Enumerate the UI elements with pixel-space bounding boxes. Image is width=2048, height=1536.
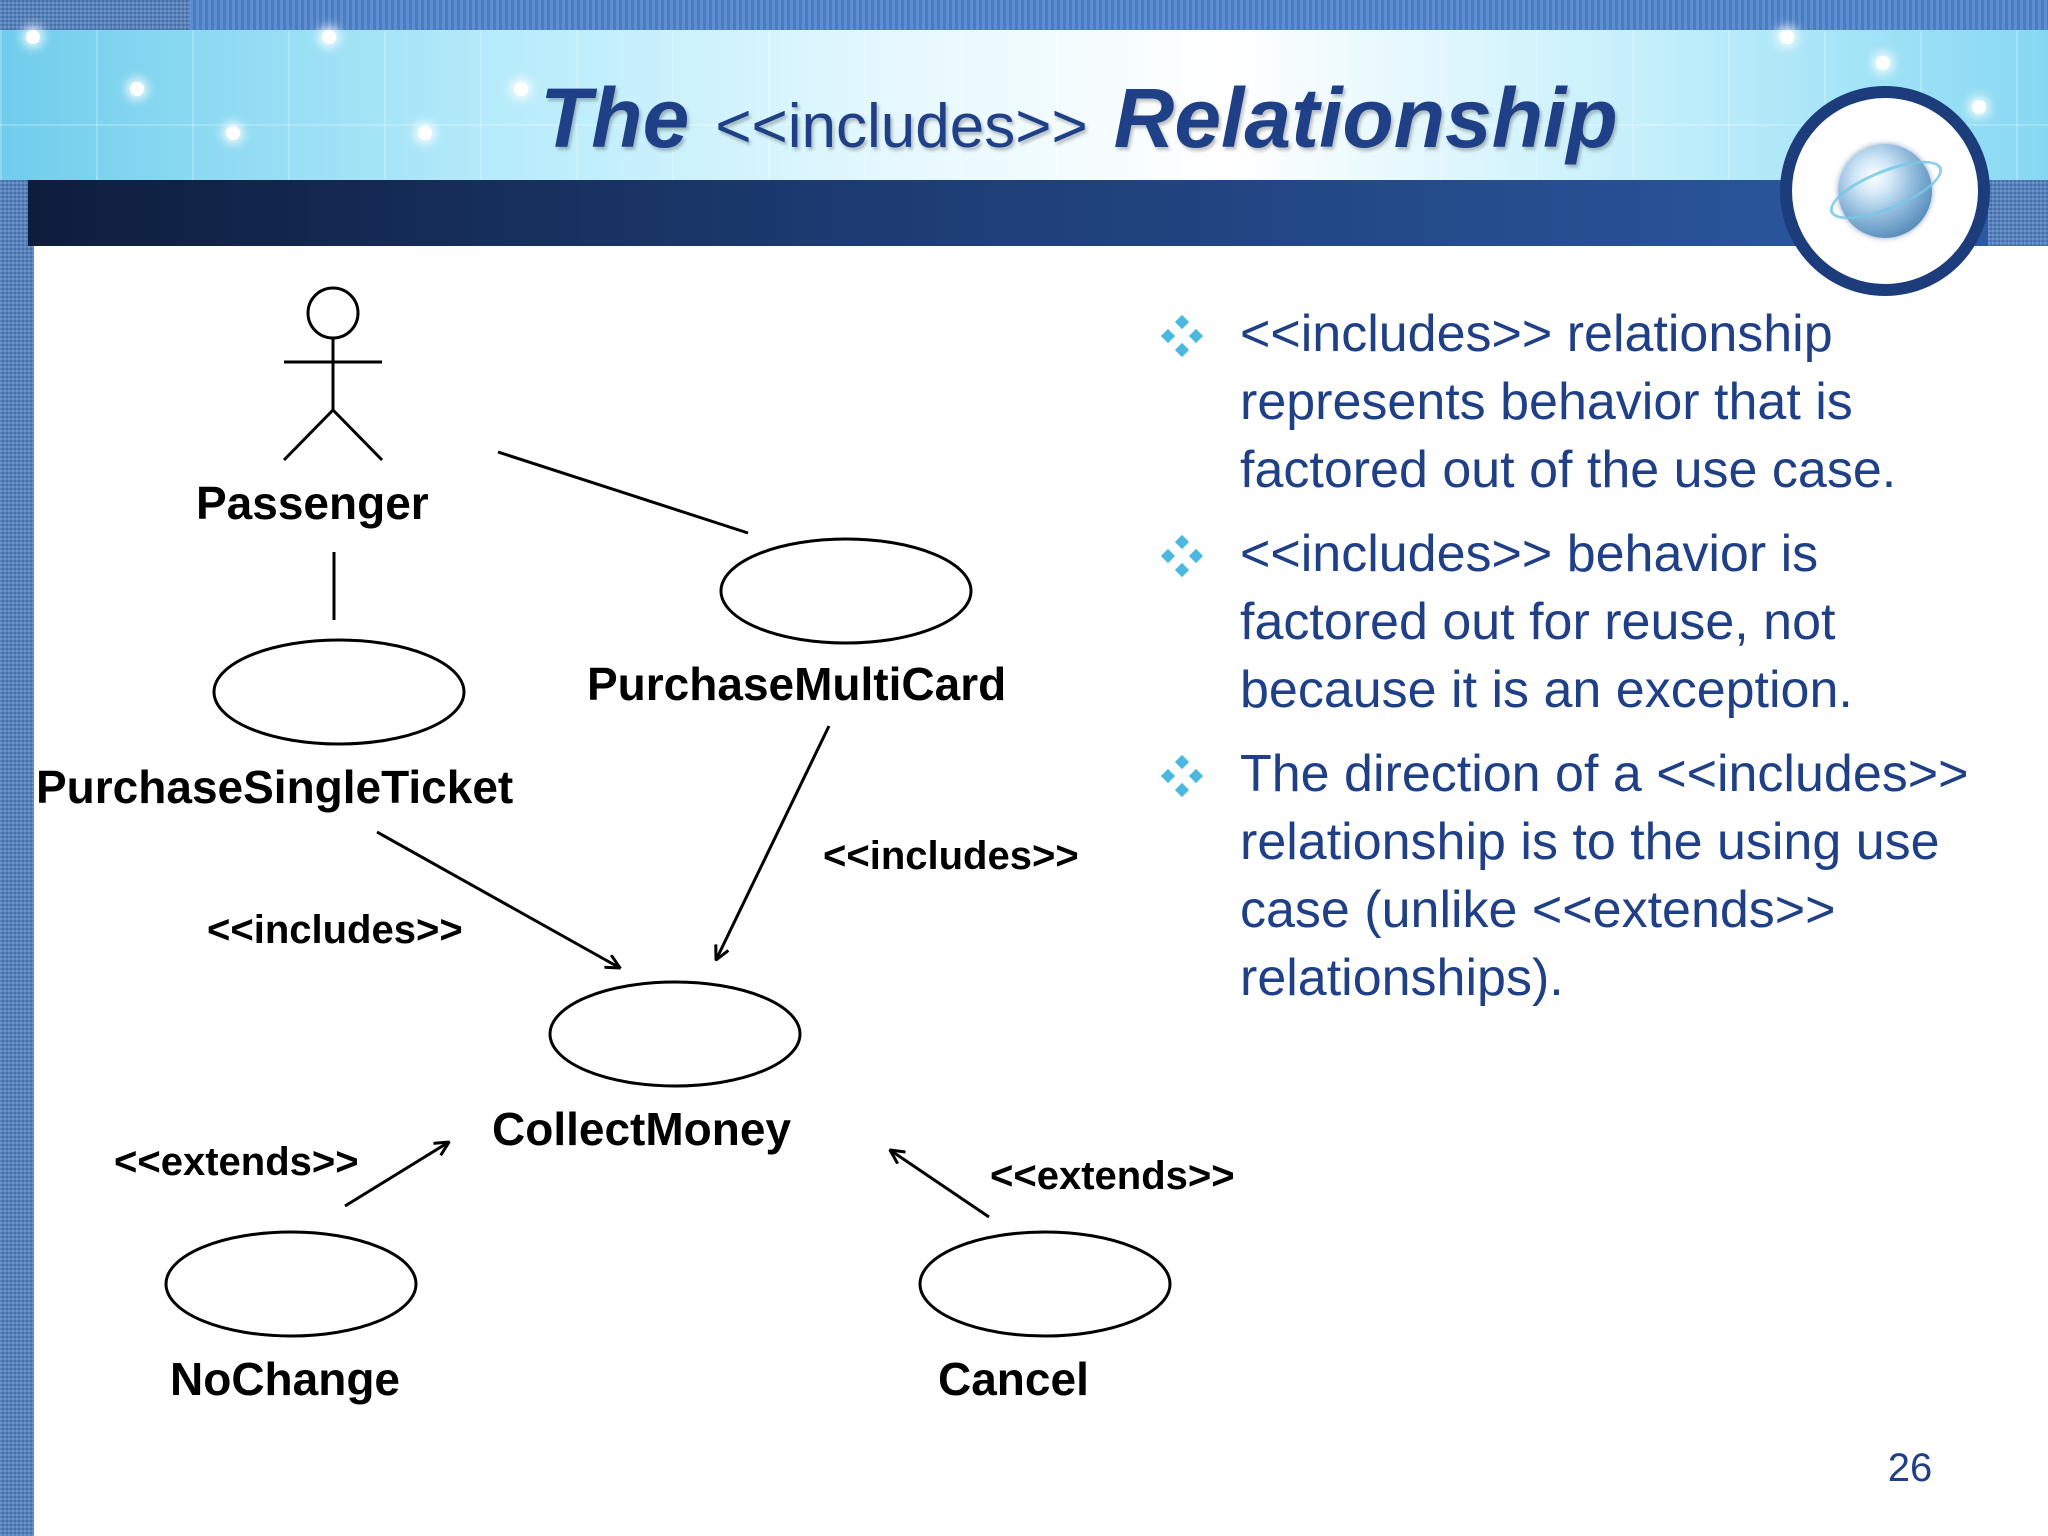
header-sparkle	[322, 30, 336, 44]
header-sparkle	[1972, 100, 1986, 114]
header-sparkle	[1876, 56, 1890, 70]
globe-icon	[1838, 144, 1932, 238]
content-panel	[34, 246, 2048, 1536]
extends-arrow-nochange	[344, 1142, 449, 1208]
top-fabric-strip	[190, 0, 2048, 30]
title-the: The	[540, 71, 690, 165]
use-case-label-purchase-multi: PurchaseMultiCard	[587, 658, 1007, 710]
header-sparkle	[226, 126, 240, 140]
actor-label: Passenger	[196, 477, 429, 529]
header-sparkle	[26, 30, 40, 44]
slide-title: The <<includes>> Relationship	[540, 70, 1618, 170]
header-sparkle	[1780, 30, 1794, 44]
use-case-purchase-multi-card	[719, 537, 973, 645]
bullet-list: <<includes>> relationship represents beh…	[1160, 300, 2020, 1028]
bullet-text: <<includes>> behavior is factored out fo…	[1240, 525, 1853, 719]
use-case-label-no-change: NoChange	[170, 1353, 400, 1405]
actor-stick-figure	[282, 286, 384, 462]
title-relationship: Relationship	[1113, 71, 1618, 165]
stereotype-includes-left: <<includes>>	[207, 908, 463, 952]
bullet-item: <<includes>> behavior is factored out fo…	[1160, 520, 2020, 724]
header-sparkle	[130, 82, 144, 96]
use-case-label-cancel: Cancel	[938, 1353, 1089, 1405]
use-case-cancel	[918, 1230, 1172, 1338]
header-dark-bar	[28, 180, 1988, 246]
extends-arrow-cancel	[890, 1150, 990, 1219]
header-sparkle	[514, 82, 528, 96]
header-band	[0, 30, 2048, 180]
stereotype-includes-right: <<includes>>	[823, 834, 1079, 878]
use-case-purchase-single-ticket	[212, 638, 466, 746]
use-case-label-collect-money: CollectMoney	[492, 1103, 792, 1155]
actor-head	[306, 286, 360, 340]
header-sparkle	[418, 126, 432, 140]
bullet-text: <<includes>> relationship represents beh…	[1240, 305, 1897, 499]
bullet-text: The direction of a <<includes>> relation…	[1240, 745, 1969, 1007]
actor-left-leg	[282, 408, 335, 462]
use-case-label-purchase-single: PurchaseSingleTicket	[36, 761, 514, 813]
actor-right-leg	[331, 408, 384, 462]
use-case-no-change	[164, 1230, 418, 1338]
stereotype-extends-left: <<extends>>	[114, 1140, 359, 1184]
bullet-item: The direction of a <<includes>> relation…	[1160, 740, 2020, 1012]
stereotype-extends-right: <<extends>>	[990, 1154, 1235, 1198]
includes-arrow-single	[376, 830, 620, 968]
diamond-bullet-icon	[1160, 534, 1204, 578]
use-case-collect-money	[548, 980, 802, 1088]
diamond-bullet-icon	[1160, 754, 1204, 798]
title-includes: <<includes>>	[715, 92, 1088, 161]
page-number: 26	[1887, 1446, 1933, 1490]
association-passenger-multi	[497, 450, 749, 535]
bullet-item: <<includes>> relationship represents beh…	[1160, 300, 2020, 504]
diamond-bullet-icon	[1160, 314, 1204, 358]
includes-arrow-multi	[716, 725, 831, 960]
